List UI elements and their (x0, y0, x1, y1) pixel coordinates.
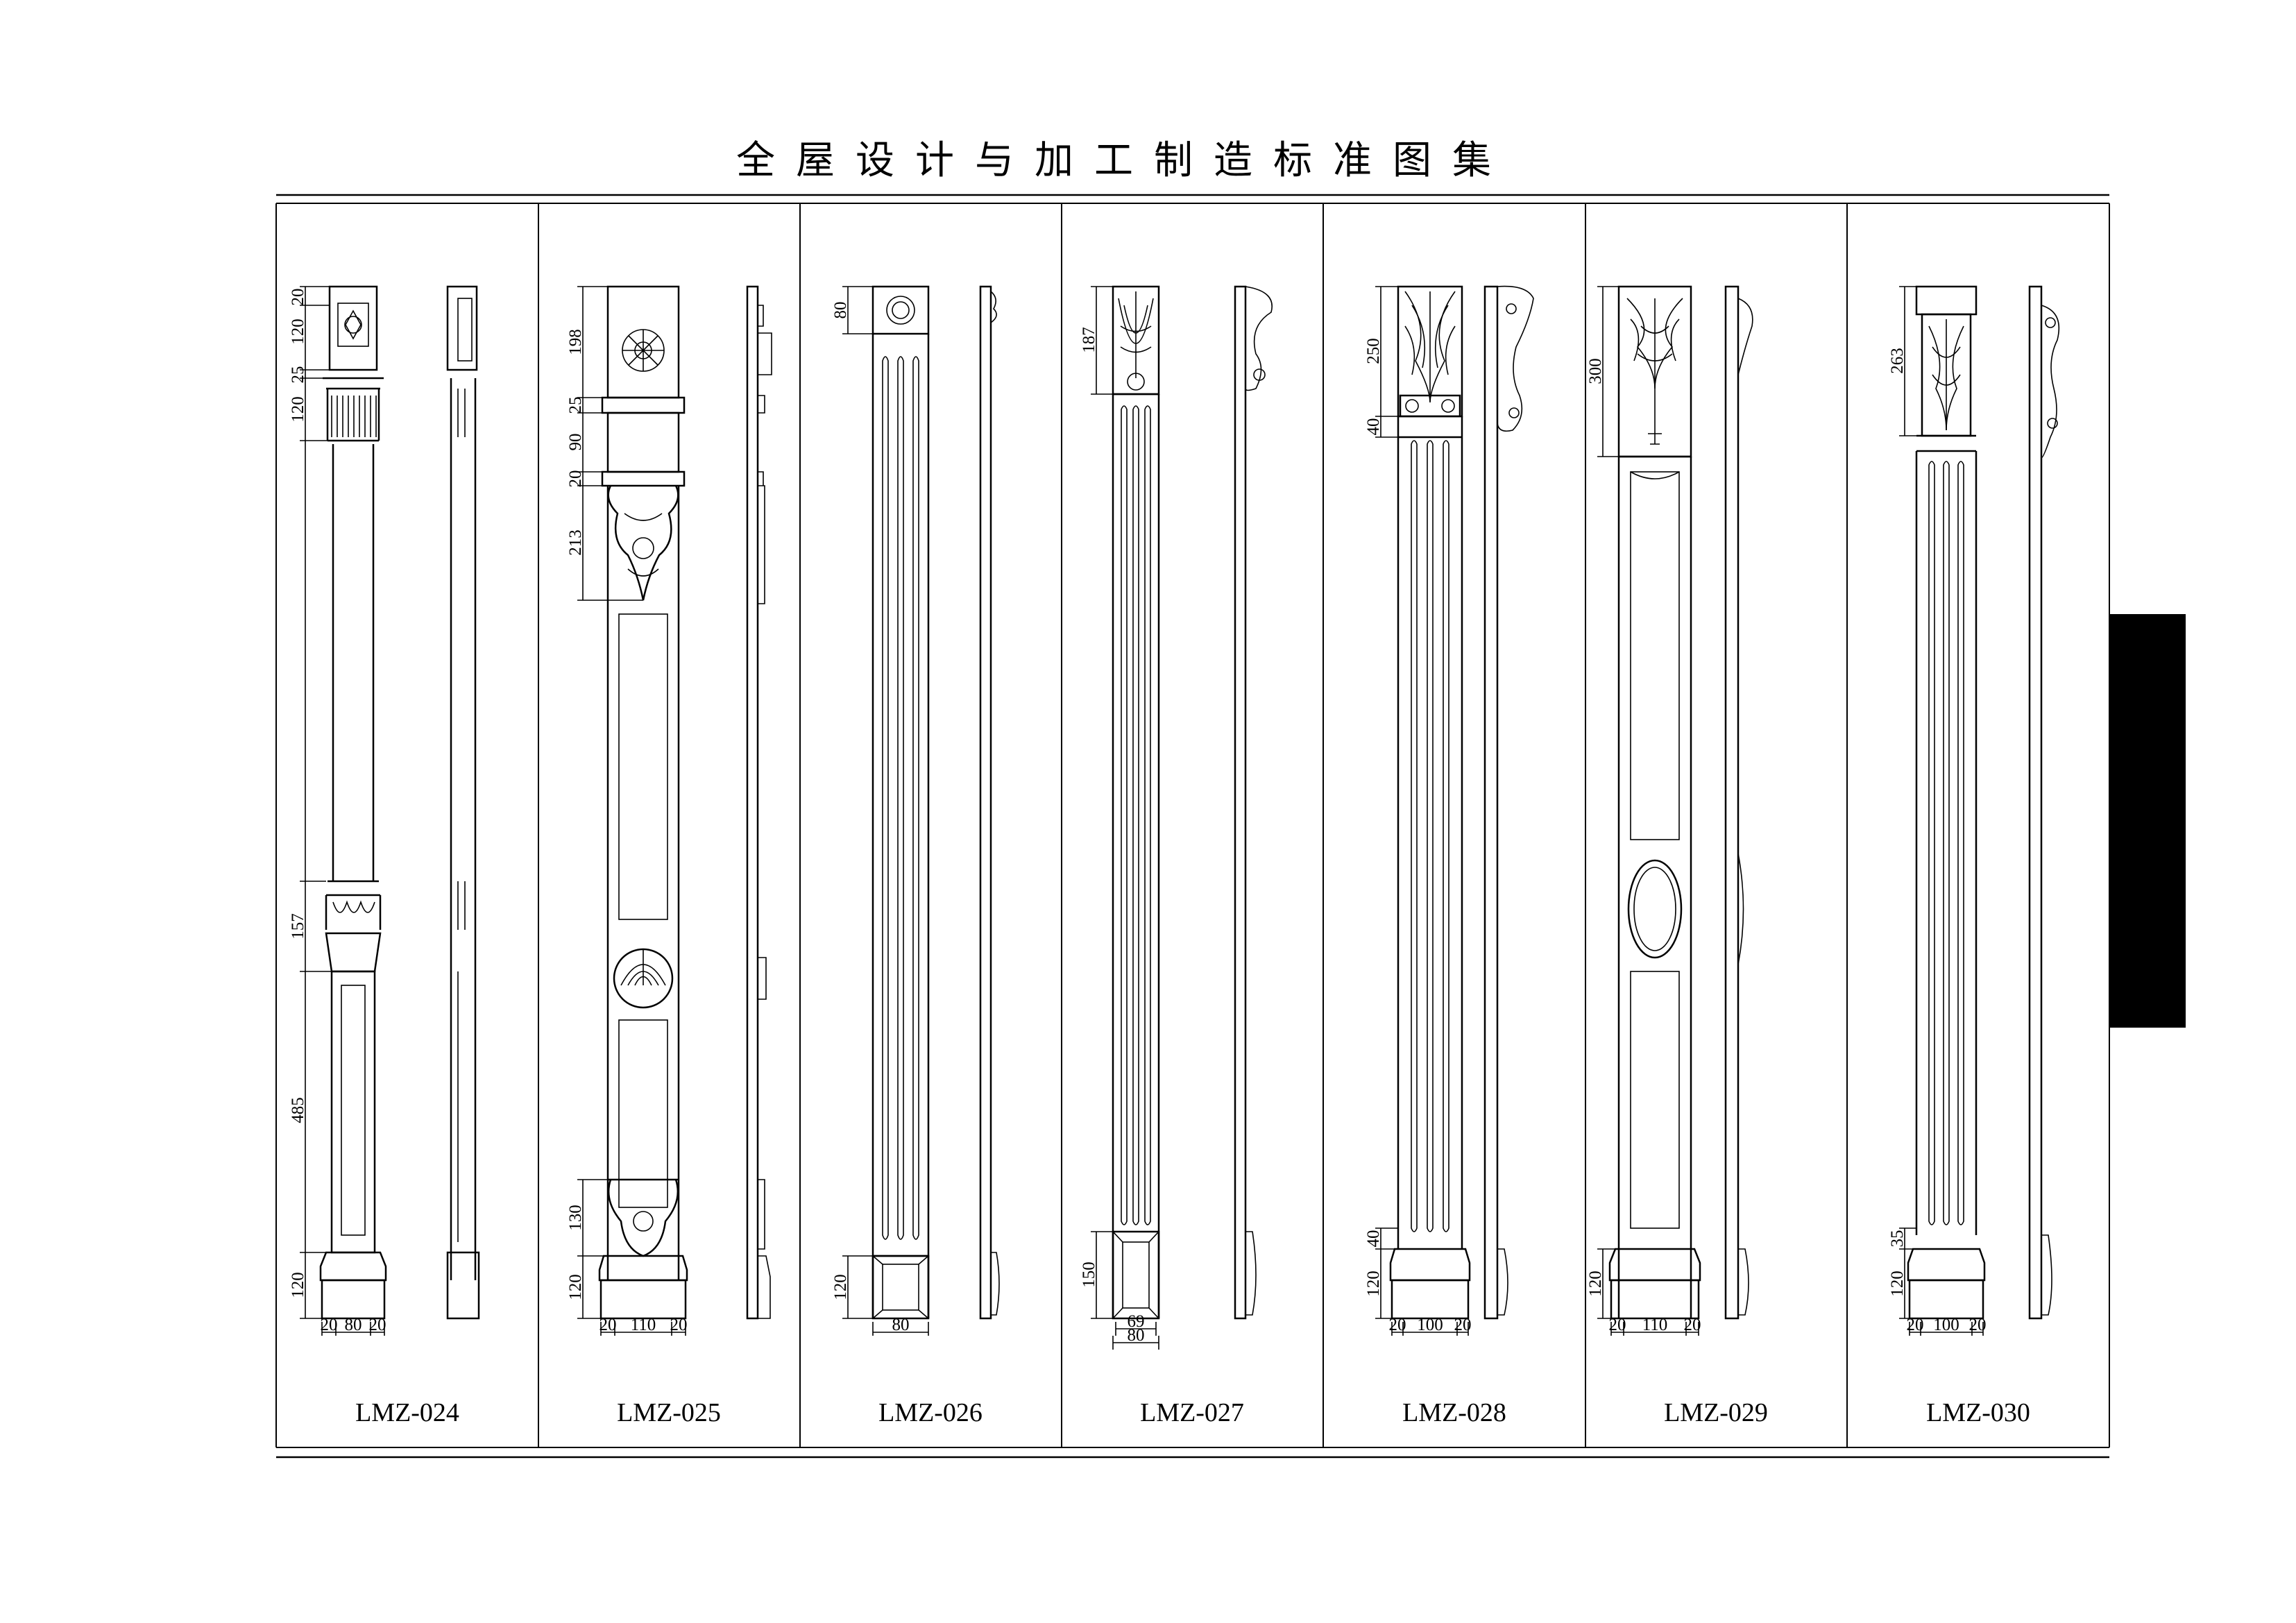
part-code: LMZ-026 (878, 1398, 983, 1427)
dim-label: 35 (1888, 1230, 1907, 1248)
front-elevation (871, 285, 930, 1320)
panel-lmz-028 (1375, 285, 1534, 1336)
side-elevation (979, 285, 1000, 1320)
dim-label: 120 (1888, 1271, 1907, 1297)
part-code: LMZ-030 (1926, 1398, 2030, 1427)
dim-label: 198 (566, 329, 585, 355)
dimension-lines (300, 286, 385, 1336)
dimension-labels: 20 120 25 120 157 485 120 20 80 20 198 2… (289, 289, 1987, 1345)
part-code: LMZ-025 (617, 1398, 721, 1427)
dim-label: 120 (289, 396, 307, 423)
dim-label: 120 (289, 318, 307, 345)
front-elevation (1608, 285, 1701, 1320)
dim-label: 20 (1969, 1316, 1987, 1334)
side-elevation (2028, 285, 2060, 1320)
side-elevation (446, 285, 480, 1320)
dim-label: 187 (1080, 327, 1098, 353)
part-code: LMZ-029 (1664, 1398, 1768, 1427)
dim-label: 80 (892, 1316, 910, 1334)
panel-lmz-026 (842, 285, 1000, 1336)
dimension-lines (1375, 286, 1469, 1336)
part-code: LMZ-027 (1140, 1398, 1244, 1427)
dim-label: 69 (1128, 1312, 1145, 1331)
panel-lmz-025 (577, 285, 772, 1336)
dimension-lines (1597, 286, 1699, 1336)
dim-label: 150 (1080, 1261, 1098, 1288)
dim-label: 120 (1586, 1271, 1605, 1297)
sheet-title: 全屋设计与加工制造标准图集 (736, 138, 1512, 183)
dim-label: 157 (289, 913, 307, 940)
dimension-lines (842, 286, 929, 1336)
dim-label: 25 (566, 397, 585, 414)
dim-label: 20 (289, 289, 307, 306)
dimension-lines (1091, 286, 1159, 1350)
side-elevation (746, 285, 772, 1320)
part-code: LMZ-028 (1402, 1398, 1506, 1427)
chapter-tab (2109, 614, 2186, 1028)
dim-label: 20 (670, 1316, 688, 1334)
dim-label: 20 (321, 1316, 338, 1334)
sheet-frame (275, 194, 2110, 1459)
dim-label: 120 (831, 1274, 850, 1300)
dim-label: 110 (631, 1316, 656, 1334)
dim-label: 100 (1417, 1316, 1443, 1334)
dimension-lines (1899, 286, 1984, 1336)
dim-label: 25 (289, 366, 307, 384)
panel-lmz-027 (1091, 285, 1273, 1350)
dim-label: 90 (566, 434, 585, 451)
panel-lmz-029 (1597, 285, 1753, 1336)
dim-label: 20 (1684, 1316, 1701, 1334)
dim-label: 485 (289, 1097, 307, 1123)
front-elevation (1907, 285, 1986, 1320)
front-elevation (598, 285, 688, 1320)
dim-label: 100 (1933, 1316, 1959, 1334)
dim-label: 120 (1364, 1271, 1383, 1297)
dim-label: 263 (1888, 348, 1907, 374)
dim-label: 40 (1364, 418, 1383, 436)
dim-label: 20 (1389, 1316, 1406, 1334)
dim-label: 20 (599, 1316, 617, 1334)
dim-label: 80 (345, 1316, 362, 1334)
dim-label: 20 (1454, 1316, 1472, 1334)
dim-label: 20 (1609, 1316, 1626, 1334)
front-elevation (319, 285, 387, 1320)
dim-label: 130 (566, 1205, 585, 1231)
dim-label: 300 (1586, 358, 1605, 384)
dim-label: 80 (1128, 1326, 1145, 1345)
dim-label: 120 (566, 1274, 585, 1300)
front-elevation (1112, 285, 1160, 1320)
panel-lmz-024 (300, 285, 480, 1336)
dim-label: 20 (1907, 1316, 1924, 1334)
side-elevation (1234, 285, 1273, 1320)
side-elevation (1724, 285, 1753, 1320)
dim-label: 80 (831, 302, 850, 319)
part-code: LMZ-024 (355, 1398, 459, 1427)
dim-label: 40 (1364, 1230, 1383, 1248)
dim-label: 20 (566, 470, 585, 488)
dim-label: 110 (1642, 1316, 1668, 1334)
side-elevation (1483, 285, 1534, 1320)
dim-label: 20 (369, 1316, 386, 1334)
panel-lmz-030 (1899, 285, 2060, 1336)
dim-label: 250 (1364, 338, 1383, 364)
dim-label: 120 (289, 1272, 307, 1298)
part-codes: LMZ-024 LMZ-025 LMZ-026 LMZ-027 LMZ-028 … (355, 1398, 2030, 1427)
front-elevation (1389, 285, 1471, 1320)
dim-label: 213 (566, 529, 585, 556)
dimension-lines (577, 286, 686, 1336)
